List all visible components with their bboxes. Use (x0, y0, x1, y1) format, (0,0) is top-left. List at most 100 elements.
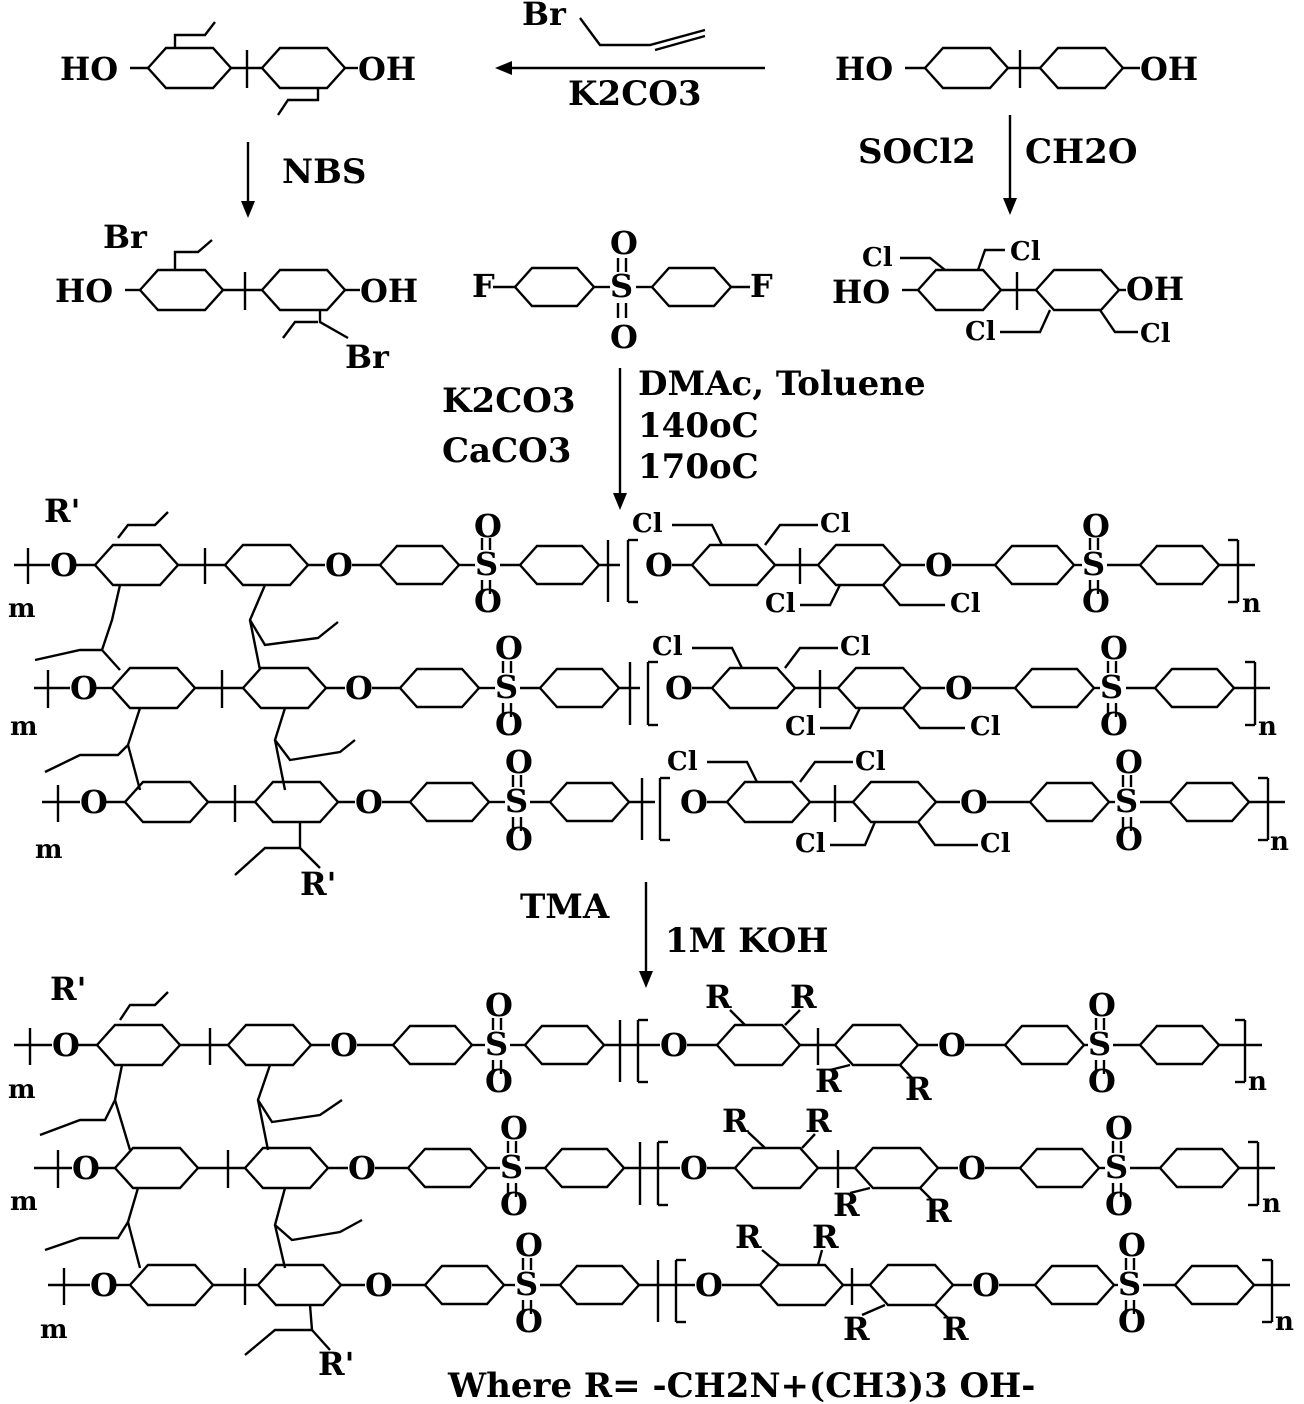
condition-tma: TMA (520, 887, 610, 927)
label-o: O (474, 582, 502, 620)
label-r-prime: R' (44, 492, 80, 530)
label-o: O (610, 318, 638, 356)
label-s: S (1118, 1265, 1141, 1303)
condition-nbs: NBS (282, 152, 366, 192)
label-ho: HO (832, 273, 890, 311)
label-cl: Cl (965, 317, 996, 347)
label-cl: Cl (820, 509, 851, 539)
label-o: O (495, 629, 523, 667)
label-r-prime: R' (300, 865, 336, 903)
crosslinked-polymer-quaternized: R' m O O S O O (8, 970, 1294, 1383)
label-cl: Cl (667, 747, 698, 777)
label-s: S (1105, 1148, 1128, 1186)
label-r: R (790, 978, 817, 1016)
label-br: Br (522, 0, 567, 33)
label-o: O (938, 1026, 966, 1064)
polymer-chain-5: m O O S O O O (10, 1102, 1281, 1230)
label-r-prime: R' (318, 1345, 354, 1383)
arrow-bromination (241, 142, 255, 218)
label-o: O (645, 546, 673, 584)
label-s: S (1082, 545, 1105, 583)
label-o: O (474, 507, 502, 545)
label-o: O (958, 1149, 986, 1187)
label-m: m (8, 1075, 36, 1105)
label-cl: Cl (765, 589, 796, 619)
label-o: O (495, 705, 523, 743)
label-m: m (10, 1187, 38, 1217)
label-o: O (500, 1109, 528, 1147)
label-m: m (35, 835, 63, 865)
condition-k2co3-top: K2CO3 (568, 74, 702, 114)
label-s: S (495, 668, 518, 706)
label-o: O (52, 1026, 80, 1064)
label-o: O (960, 783, 988, 821)
label-o: O (665, 669, 693, 707)
label-r: R (805, 1102, 832, 1140)
label-s: S (475, 545, 498, 583)
crosslinked-polymer-chloromethyl: R' m O O S O O (8, 492, 1289, 903)
label-s: S (1115, 782, 1138, 820)
label-o: O (485, 1062, 513, 1100)
footnote-r-definition: Where R= -CH2N+(CH3)3 OH- (447, 1366, 1035, 1404)
bisphenol-molecule: HO OH (835, 46, 1198, 90)
difluorodiphenylsulfone-molecule: F S O O F (472, 224, 773, 356)
label-o: O (515, 1302, 543, 1340)
label-o: O (515, 1226, 543, 1264)
label-cl: Cl (840, 632, 871, 662)
label-o: O (610, 224, 638, 262)
polymer-chain-6: m O O S O O O (40, 1218, 1294, 1348)
label-oh: OH (358, 50, 416, 88)
condition-ch2o: CH2O (1025, 132, 1137, 172)
label-o: O (660, 1026, 688, 1064)
label-o: O (1100, 705, 1128, 743)
label-o: O (972, 1266, 1000, 1304)
label-r: R (735, 1218, 762, 1256)
label-cl: Cl (980, 829, 1011, 859)
polymer-chain-2: m O O S O O O (10, 629, 1277, 743)
label-o: O (80, 783, 108, 821)
label-o: O (325, 546, 353, 584)
label-s: S (515, 1265, 538, 1303)
polymer-chain-1: R' m O O S O O (8, 492, 1261, 624)
label-f: F (472, 267, 495, 305)
condition-solvent: DMAc, Toluene (638, 364, 926, 404)
label-cl: Cl (862, 243, 893, 273)
label-oh: OH (1140, 50, 1198, 88)
label-br: Br (345, 338, 390, 376)
label-m: m (10, 712, 38, 742)
label-o: O (1088, 1062, 1116, 1100)
label-oh: OH (360, 272, 418, 310)
arrow-quaternization (639, 882, 653, 988)
chloromethyl-bisphenol-molecule: Cl Cl HO OH Cl Cl (832, 237, 1184, 349)
arrow-allylation (495, 61, 765, 75)
label-cl: Cl (795, 829, 826, 859)
label-r: R (843, 1310, 870, 1348)
label-s: S (610, 267, 633, 305)
label-o: O (1118, 1226, 1146, 1264)
label-o: O (500, 1185, 528, 1223)
label-o: O (505, 743, 533, 781)
condition-temp-140: 140oC (638, 406, 759, 446)
label-r: R (705, 978, 732, 1016)
label-r-prime: R' (50, 970, 86, 1008)
label-o: O (1088, 986, 1116, 1024)
polymer-chain-4: R' m O O S O O (8, 970, 1267, 1108)
label-n: n (1262, 1189, 1281, 1219)
condition-temp-170: 170oC (638, 447, 759, 487)
label-o: O (1115, 743, 1143, 781)
label-o: O (1105, 1185, 1133, 1223)
label-o: O (925, 546, 953, 584)
label-o: O (72, 1149, 100, 1187)
dibromo-bisphenol-molecule: Br HO OH Br (55, 218, 418, 376)
arrow-polymerization (613, 368, 627, 510)
label-n: n (1242, 589, 1261, 619)
label-br: Br (103, 218, 148, 256)
label-cl: Cl (855, 747, 886, 777)
label-s: S (500, 1148, 523, 1186)
diallyl-bisphenol-molecule: HO OH (60, 21, 416, 116)
label-o: O (50, 546, 78, 584)
label-o: O (1115, 820, 1143, 858)
label-cl: Cl (785, 712, 816, 742)
